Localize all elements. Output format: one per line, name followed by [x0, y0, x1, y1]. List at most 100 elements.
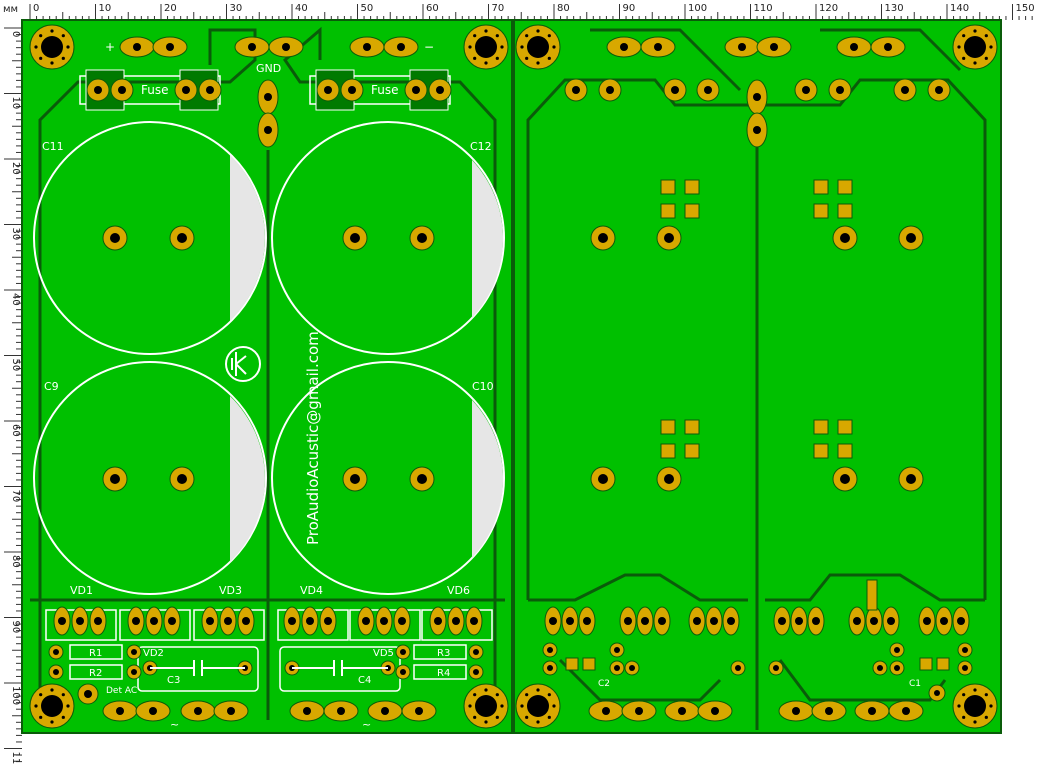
via — [547, 715, 551, 719]
via — [552, 45, 556, 49]
smd-pad — [837, 179, 853, 195]
pad-hole — [894, 665, 900, 671]
pad-hole — [168, 617, 176, 625]
pad-hole — [566, 617, 574, 625]
pad-hole — [629, 665, 635, 671]
via — [500, 704, 504, 708]
via — [962, 34, 966, 38]
via — [973, 29, 977, 33]
pad-hole — [417, 474, 427, 484]
pad-hole — [894, 647, 900, 653]
pad-hole — [964, 36, 986, 58]
pad-hole — [870, 617, 878, 625]
pad-hole — [940, 617, 948, 625]
pad-hole — [224, 617, 232, 625]
smd-pad — [813, 419, 829, 435]
pad-hole — [350, 474, 360, 484]
pad-hole — [397, 43, 405, 51]
pad-hole — [400, 649, 406, 655]
pad-hole — [624, 617, 632, 625]
via — [50, 688, 54, 692]
pad-hole — [527, 695, 549, 717]
via — [520, 704, 524, 708]
via — [484, 688, 488, 692]
pad-hole — [812, 617, 820, 625]
via — [984, 715, 988, 719]
label-r3: R3 — [437, 648, 450, 659]
pad-hole — [602, 707, 610, 715]
label-minus: − — [424, 40, 434, 54]
via — [468, 704, 472, 708]
pad-hole — [110, 474, 120, 484]
via — [973, 61, 977, 65]
pad-hole — [288, 617, 296, 625]
capacitor-c11 — [33, 121, 267, 355]
via — [495, 715, 499, 719]
ruler-left-label: 60 — [10, 424, 21, 437]
pad-hole — [53, 669, 59, 675]
via — [34, 704, 38, 708]
pad-hole — [711, 707, 719, 715]
pad-hole — [606, 86, 614, 94]
label-det-ac: Det AC — [106, 686, 137, 696]
label-c10: C10 — [472, 380, 494, 393]
via — [473, 715, 477, 719]
via — [525, 34, 529, 38]
pad-hole — [868, 707, 876, 715]
left-traces — [30, 26, 505, 720]
pad-hole — [227, 707, 235, 715]
ruler-top-label: 130 — [885, 3, 904, 14]
via — [536, 720, 540, 724]
pad-hole — [583, 617, 591, 625]
via — [957, 704, 961, 708]
ruler-top-label: 100 — [688, 3, 707, 14]
ruler-left-label: 110 — [10, 752, 21, 764]
ruler-left-label: 100 — [10, 686, 21, 705]
pad-hole — [840, 474, 850, 484]
pad-hole — [935, 86, 943, 94]
pad-hole — [572, 86, 580, 94]
via — [536, 61, 540, 65]
via — [495, 56, 499, 60]
via — [39, 715, 43, 719]
via — [34, 45, 38, 49]
pad-hole — [906, 474, 916, 484]
label-email: ProAudioAcustic@gmail.com — [304, 331, 322, 545]
pad-hole — [934, 690, 940, 696]
pad-hole — [282, 43, 290, 51]
pad-hole — [194, 707, 202, 715]
pad-hole — [116, 707, 124, 715]
pad-hole — [887, 617, 895, 625]
smd-pad — [582, 657, 596, 671]
pad-hole — [348, 86, 356, 94]
pad-hole — [94, 86, 102, 94]
ruler-left-label: 0 — [10, 31, 21, 37]
smd-pad — [684, 443, 700, 459]
pad-hole — [182, 86, 190, 94]
pad-hole — [131, 669, 137, 675]
via — [525, 693, 529, 697]
smd-pad — [660, 203, 676, 219]
label-vd5: VD5 — [373, 648, 394, 659]
ruler-top-label: 10 — [99, 3, 112, 14]
pad-hole — [727, 617, 735, 625]
pad-hole — [132, 617, 140, 625]
pad-hole — [770, 43, 778, 51]
pad-hole — [470, 617, 478, 625]
via — [984, 34, 988, 38]
pad-hole — [792, 707, 800, 715]
cap-symbol-c3 — [150, 660, 245, 676]
smd-pad — [919, 657, 933, 671]
via — [989, 704, 993, 708]
via — [962, 693, 966, 697]
pad-hole — [598, 474, 608, 484]
pad-hole — [131, 649, 137, 655]
pad-hole — [363, 43, 371, 51]
ruler-top-label: 70 — [492, 3, 505, 14]
pad-hole — [635, 707, 643, 715]
pad-hole — [778, 617, 786, 625]
via — [61, 715, 65, 719]
via — [484, 61, 488, 65]
pad-hole — [149, 707, 157, 715]
label-c2: C2 — [598, 679, 610, 689]
